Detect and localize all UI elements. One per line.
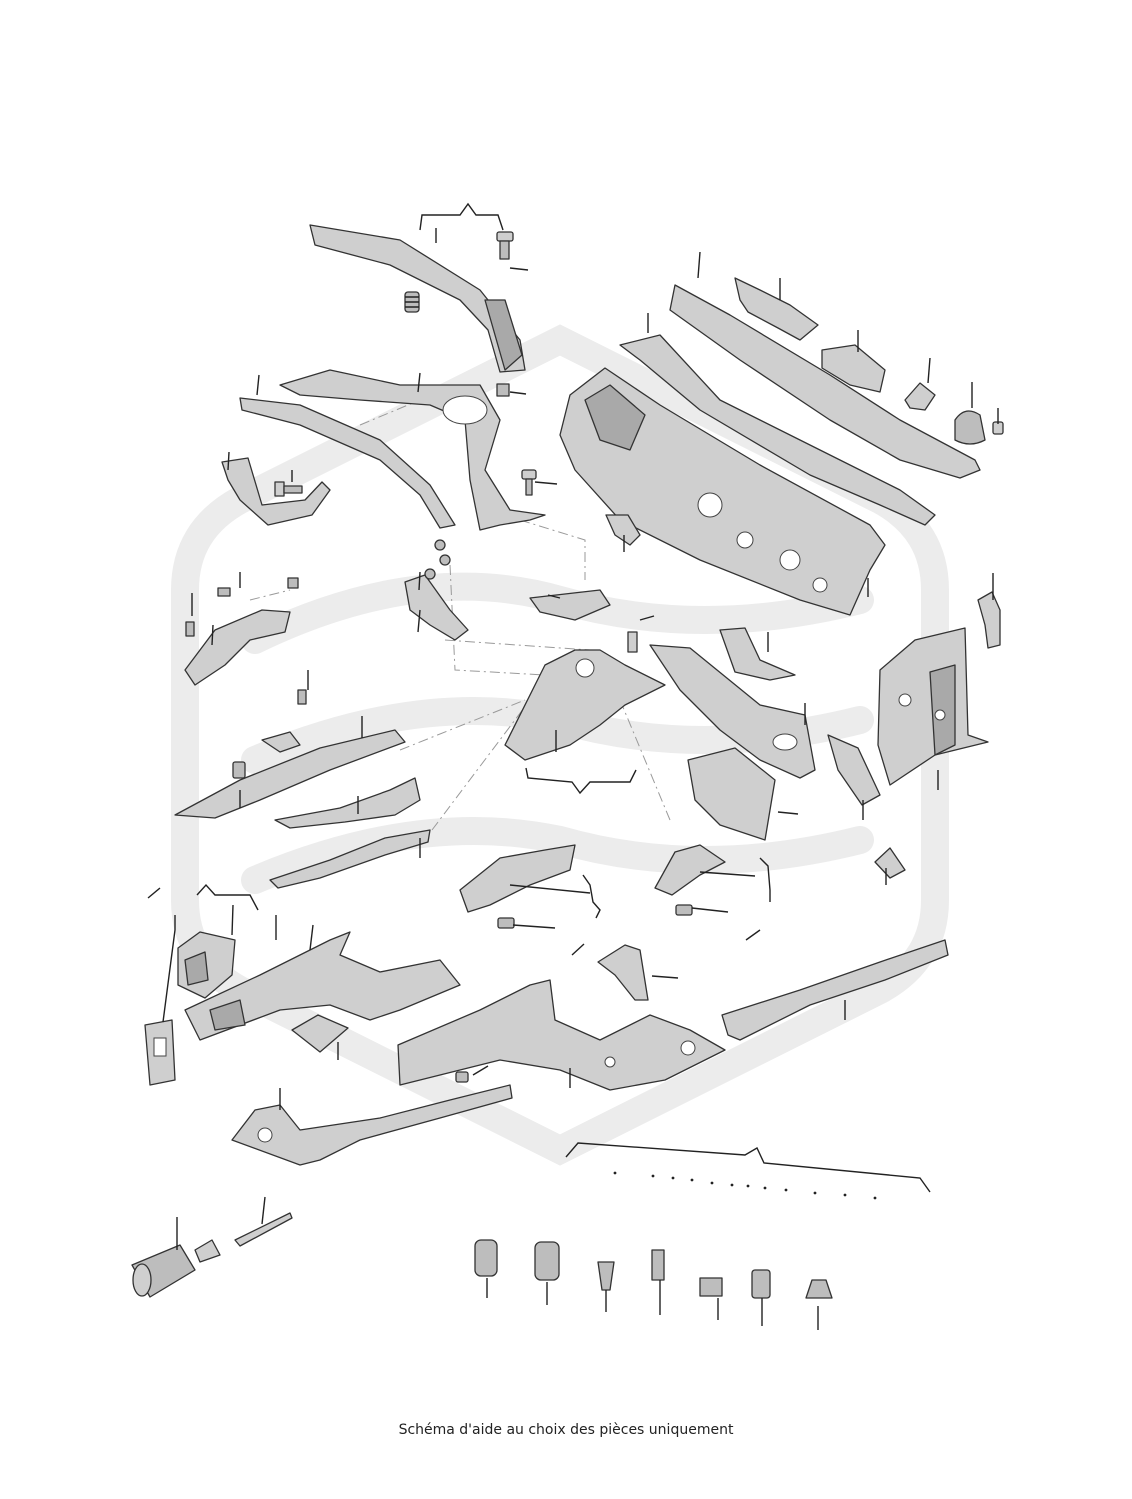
screw-1 xyxy=(597,1261,615,1291)
nozzle xyxy=(234,1212,293,1247)
rocker-rail-right xyxy=(721,939,949,1041)
cowl-bracket xyxy=(734,277,819,341)
bolt-2 xyxy=(651,1249,665,1281)
alignment-lines xyxy=(249,399,671,831)
diagram-caption: Schéma d'aide au choix des pièces unique… xyxy=(398,1422,734,1438)
fasteners-center xyxy=(424,539,638,653)
leader-dots xyxy=(613,1171,877,1200)
bracket-center xyxy=(404,574,469,641)
bracket-far-right xyxy=(874,847,906,879)
front-crossmember-box xyxy=(177,931,236,999)
inner-panel-right xyxy=(654,844,726,896)
front-frame-rail xyxy=(184,931,461,1041)
rail-reinforcement-3 xyxy=(269,829,431,889)
callout-lines xyxy=(147,202,999,1330)
weld-nut xyxy=(751,1269,771,1299)
shock-mount-plate xyxy=(529,589,611,621)
cowl-top-part xyxy=(619,284,981,526)
floor-bracket xyxy=(291,1014,349,1053)
clips-mid xyxy=(497,904,693,929)
rivet-nut-1 xyxy=(474,1239,498,1277)
box-bracket xyxy=(821,344,886,393)
strut-tower-part xyxy=(504,649,666,761)
frame-rail-right xyxy=(649,644,816,779)
bracket-small-left xyxy=(232,731,301,779)
sealant-cartridge xyxy=(131,1239,221,1298)
bolt-mid xyxy=(521,469,537,496)
left-fender-bracket xyxy=(184,609,291,686)
bolts-left-upper xyxy=(185,577,307,705)
square-nut xyxy=(699,1277,723,1297)
fastener-row xyxy=(474,1239,833,1299)
rivet-nut-2 xyxy=(534,1241,560,1281)
upper-brace-part xyxy=(309,224,526,373)
inner-panel-center xyxy=(459,844,576,913)
flange-nut xyxy=(805,1279,833,1299)
clip-small xyxy=(496,383,510,397)
firewall-part xyxy=(559,367,886,616)
fender-apron-part xyxy=(239,369,546,531)
dash-panel-right xyxy=(687,747,776,841)
bracket-left xyxy=(221,457,331,526)
gasket-part xyxy=(605,514,641,546)
rail-reinforcement-2 xyxy=(274,777,421,829)
pillar-clip xyxy=(977,591,1001,649)
bracket-lower-mid xyxy=(597,944,649,1001)
side-sill-center xyxy=(397,979,726,1091)
wheelhouse-right xyxy=(827,734,881,806)
bolt-top xyxy=(496,231,514,260)
small-bracket xyxy=(904,382,936,411)
rail-reinforcement-1 xyxy=(174,729,406,819)
clip-lower xyxy=(455,1071,469,1083)
bumper-mount-plate xyxy=(144,1019,176,1086)
lower-rail-left xyxy=(231,1084,513,1166)
grommet-part xyxy=(954,410,1004,445)
a-pillar-part xyxy=(877,627,989,786)
bolt-left xyxy=(274,481,303,497)
spring-fastener xyxy=(404,291,420,313)
bracket-right-upper xyxy=(719,627,796,681)
